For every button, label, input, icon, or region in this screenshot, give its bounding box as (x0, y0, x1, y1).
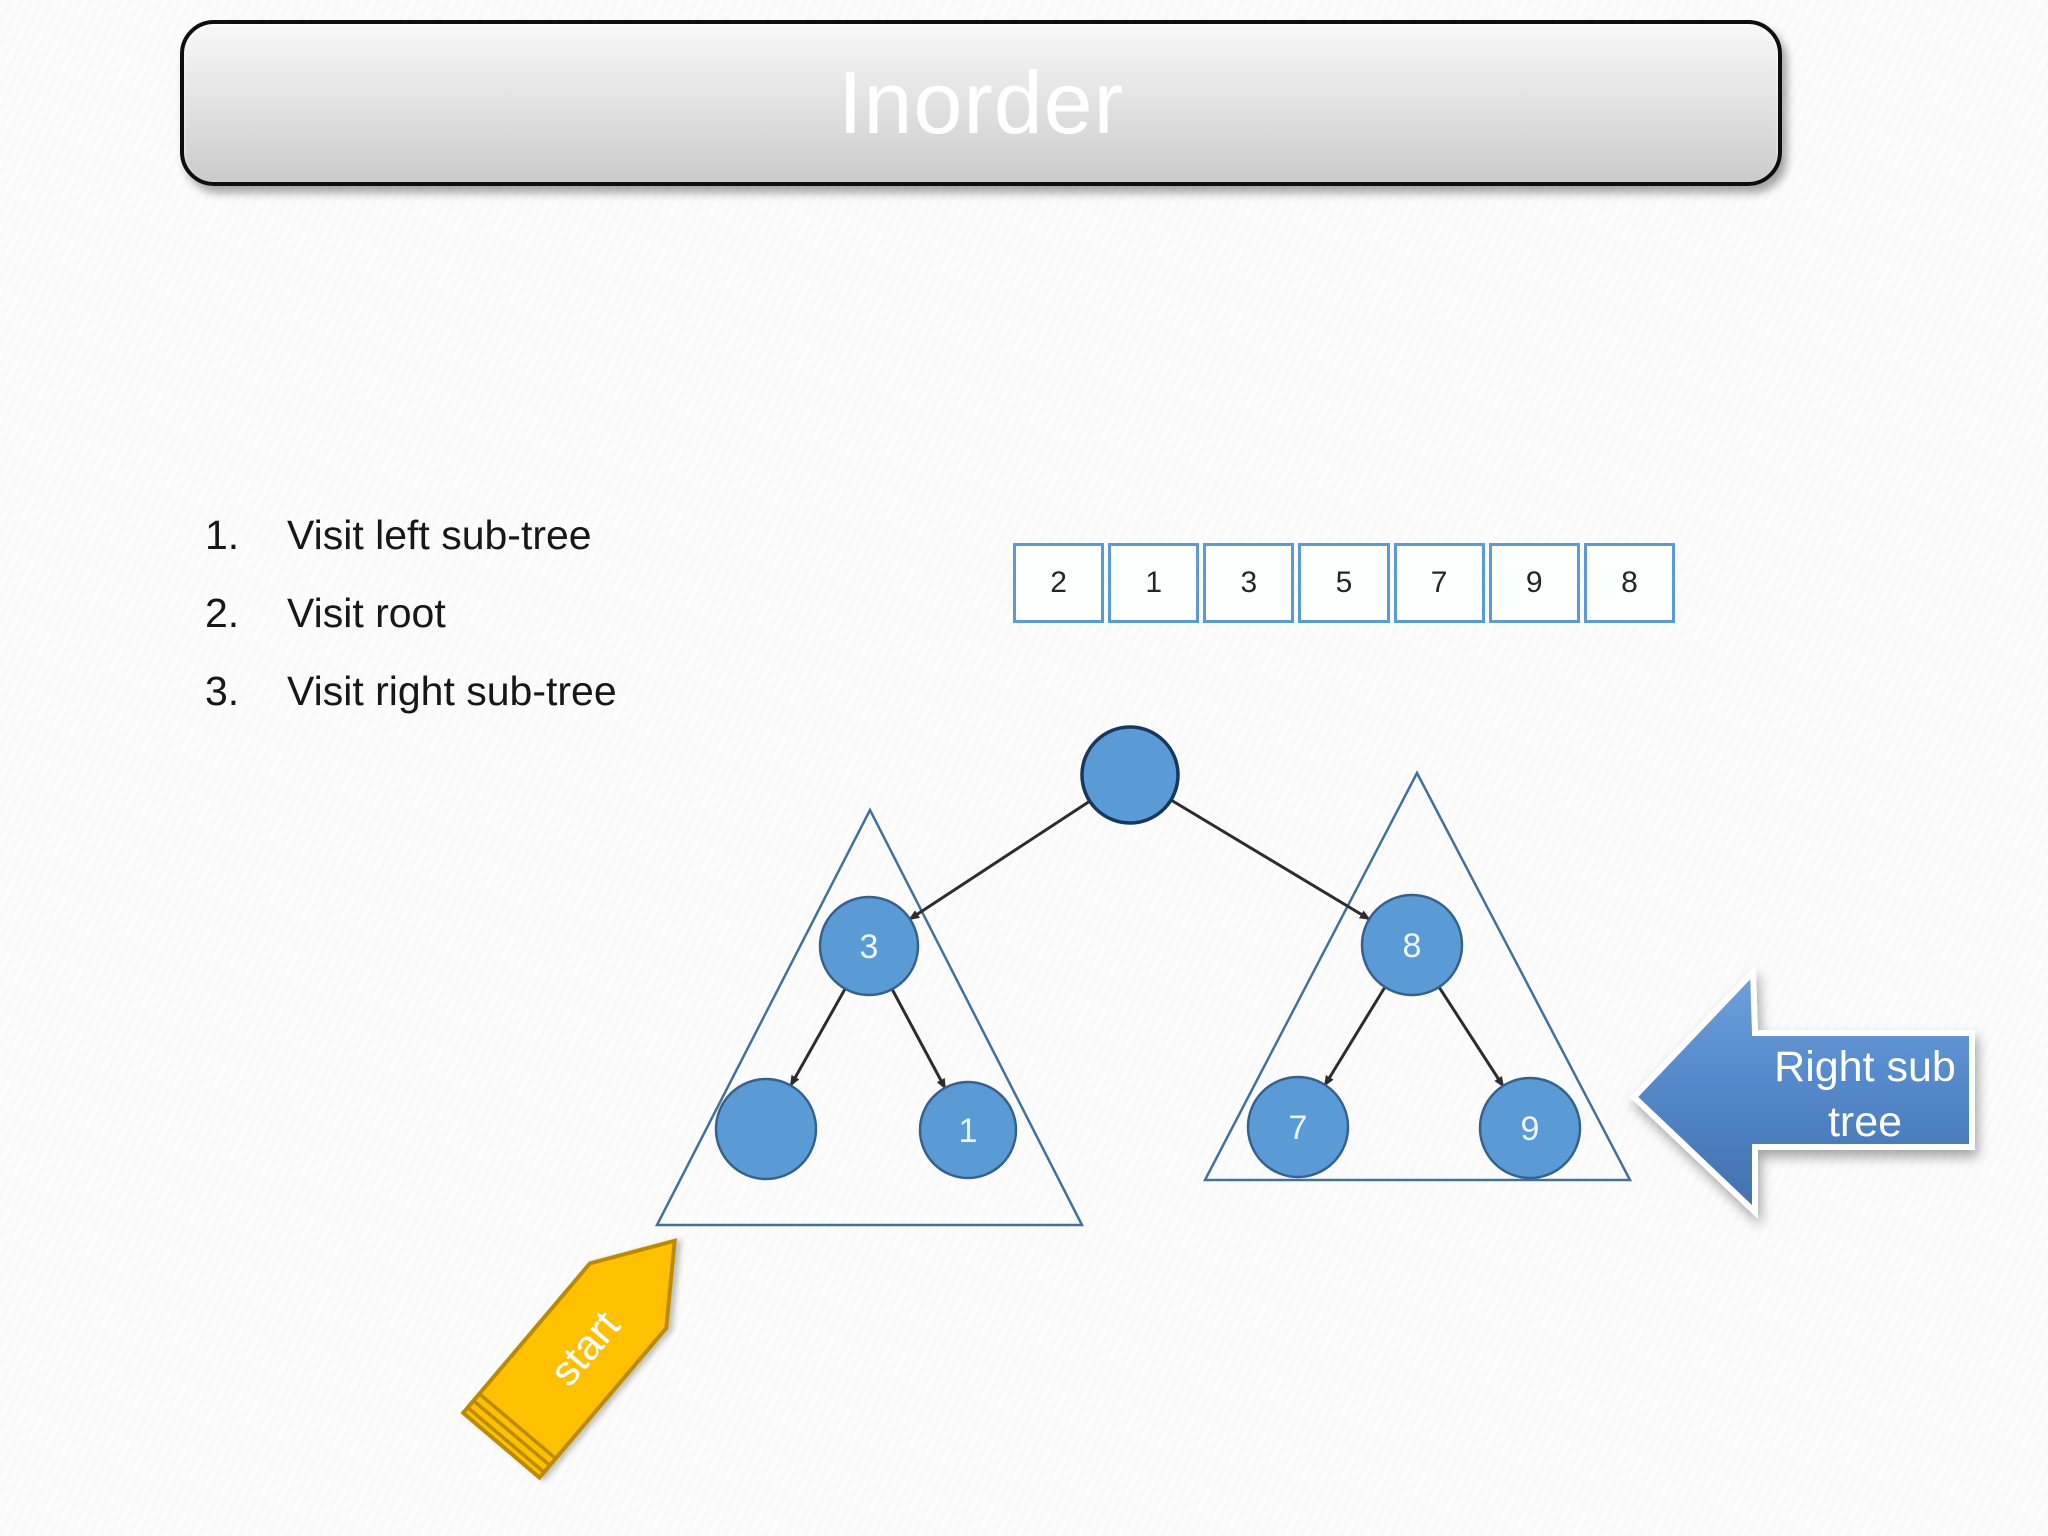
right-subtree-label: Right sub tree (1774, 1043, 1956, 1147)
step-text: Visit right sub-tree (287, 668, 617, 714)
node-label-right-right: 9 (1521, 1110, 1540, 1148)
edge-right8-to-rightchild (1437, 986, 1505, 1088)
edge-left3-to-leftchild (789, 988, 847, 1087)
left-subtree-triangle (654, 807, 1085, 1227)
step-text: Visit root (287, 590, 446, 636)
edge-root-to-right (1170, 798, 1371, 921)
tree-node-left-left (714, 1077, 818, 1181)
start-pointer-shape: start (460, 1238, 677, 1481)
result-array: 2 1 3 5 7 9 8 (1013, 543, 1675, 623)
edge-right8-to-leftchild (1323, 986, 1387, 1087)
array-cell: 2 (1013, 543, 1105, 623)
right-subtree-triangle (1202, 770, 1633, 1182)
step-item: 2. Visit root (205, 590, 617, 637)
array-cell: 9 (1488, 543, 1580, 623)
step-item: 1. Visit left sub-tree (205, 512, 617, 559)
tree-node-root (1080, 725, 1180, 825)
start-pointer-tail-stripes (466, 1392, 557, 1474)
step-text: Visit left sub-tree (287, 512, 592, 558)
right-subtree-arrow-shape (1629, 964, 1975, 1219)
node-label-left-root: 3 (860, 928, 879, 966)
traversal-steps: 1. Visit left sub-tree 2. Visit root 3. … (205, 512, 617, 746)
array-cell: 3 (1203, 543, 1295, 623)
array-cell: 1 (1108, 543, 1200, 623)
node-label-right-left: 7 (1289, 1109, 1308, 1147)
array-cell: 8 (1583, 543, 1675, 623)
title-banner: Inorder (180, 20, 1782, 186)
node-label-left-right: 1 (959, 1112, 978, 1150)
array-cell: 7 (1393, 543, 1485, 623)
step-number: 3. (205, 668, 240, 714)
edge-root-to-left (908, 799, 1091, 921)
array-cell: 5 (1298, 543, 1390, 623)
edge-left3-to-rightchild (890, 988, 947, 1090)
tree-node-left-right (918, 1080, 1018, 1180)
node-label-right-root: 8 (1403, 927, 1422, 965)
tree-node-right-root (1360, 893, 1464, 997)
tree-node-right-left (1246, 1075, 1350, 1179)
step-number: 2. (205, 590, 240, 636)
page-title: Inorder (838, 53, 1124, 152)
start-pointer-body (460, 1238, 677, 1481)
tree-node-right-right (1478, 1076, 1582, 1180)
tree-node-left-root (818, 895, 920, 997)
step-item: 3. Visit right sub-tree (205, 668, 617, 715)
step-number: 1. (205, 512, 240, 558)
